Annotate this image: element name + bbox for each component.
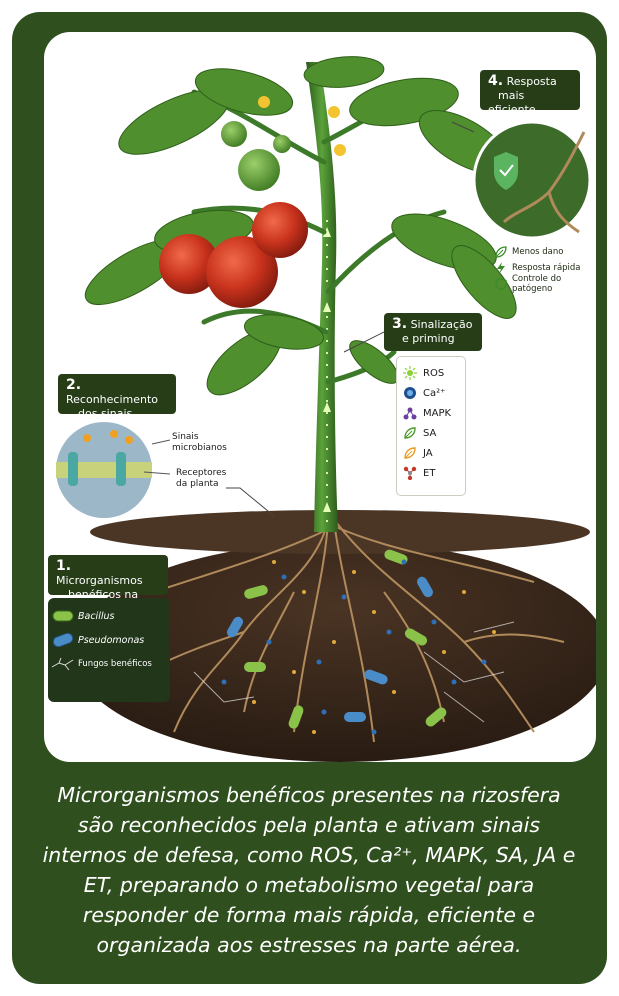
sa-leaf-icon [397,426,423,440]
step-3-label: 3. Sinalização e priming [384,313,482,351]
ja-leaf-icon [397,446,423,460]
step-4-label: 4. Resposta mais eficiente [480,70,580,110]
signals-box: ROS Ca²⁺ MAPK SA JA ET [396,356,466,496]
caption: Microrganismos benéficos presentes na ri… [14,780,604,960]
benefit-less-damage: Menos dano [494,244,604,260]
recognition-zoom [56,422,170,518]
mapk-icon [397,406,423,420]
shield-icon [494,278,508,290]
signal-ros: ROS [397,363,465,383]
lightning-icon [494,262,508,274]
et-molecule-icon [397,466,423,480]
caption-line: são reconhecidos pela planta e ativam si… [14,810,604,840]
receptors-label: Receptores da planta [176,468,226,490]
microbes-legend: Bacillus Pseudomonas Fungos benéficos [48,598,170,702]
caption-line: ET, preparando o metabolismo vegetal par… [14,870,604,900]
signal-sa: SA [397,423,465,443]
legend-item-bacillus: Bacillus [48,604,170,628]
benefits-list: Menos dano Resposta rápida Controle do p… [494,244,604,292]
signal-ja: JA [397,443,465,463]
signals-label: Sinais microbianos [172,432,227,454]
legend-item-pseudomonas: Pseudomonas [48,628,170,652]
signal-et: ET [397,463,465,483]
caption-line: Microrganismos benéficos presentes na ri… [14,780,604,810]
fungi-icon [48,657,78,671]
step-1-label: 1. Microrganismos benéficos na raiz [48,555,168,595]
signal-mapk: MAPK [397,403,465,423]
caption-line: responder de forma mais rápida, eficient… [14,900,604,930]
bacillus-icon [48,610,78,622]
caption-line: internos de defesa, como ROS, Ca²⁺, MAPK… [14,840,604,870]
step-2-label: 2. Reconhecimento dos sinais [58,374,176,414]
legend-item-fungi: Fungos benéficos [48,652,170,676]
signal-calcium: Ca²⁺ [397,383,465,403]
benefit-pathogen-control: Controle do patógeno [494,276,604,292]
calcium-icon [397,386,423,400]
ros-icon [397,366,423,380]
response-zoom [474,122,590,238]
caption-line: organizada aos estresses na parte aérea. [14,930,604,960]
pseudomonas-icon [48,633,78,647]
stem [306,62,338,532]
leaf-icon [494,246,508,258]
